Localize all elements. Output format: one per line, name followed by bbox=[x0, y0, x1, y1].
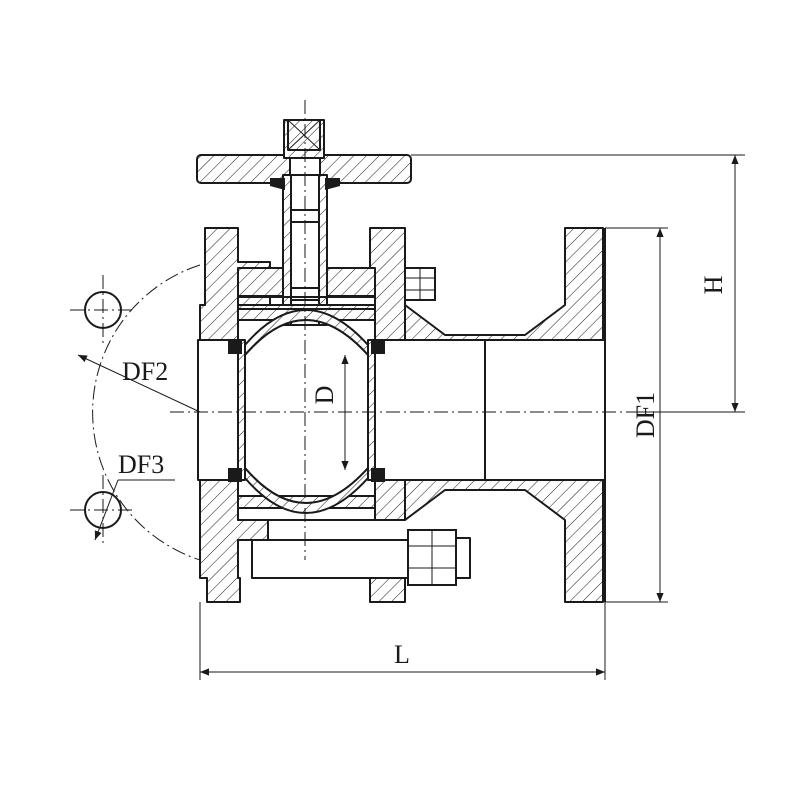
bolt-holes bbox=[84, 291, 122, 529]
label-d: D bbox=[310, 386, 339, 405]
label-df2: DF2 bbox=[122, 357, 168, 386]
dimension-df3: DF3 bbox=[94, 450, 175, 541]
label-df3: DF3 bbox=[118, 450, 164, 479]
body-bottom bbox=[237, 479, 413, 603]
top-bolt bbox=[404, 267, 436, 301]
right-flange bbox=[404, 227, 606, 603]
ball bbox=[228, 309, 385, 514]
dimension-d: D bbox=[310, 355, 349, 470]
label-l: L bbox=[394, 640, 410, 669]
dimension-df1: DF1 bbox=[605, 227, 668, 603]
label-df1: DF1 bbox=[631, 392, 660, 438]
dimension-l: L bbox=[199, 602, 606, 680]
label-h: H bbox=[699, 275, 728, 294]
dimension-h: H bbox=[411, 154, 745, 413]
bottom-bolt bbox=[407, 529, 471, 586]
center-lines bbox=[70, 100, 640, 561]
body-top bbox=[237, 227, 406, 341]
dimension-df2: DF2 bbox=[77, 354, 201, 413]
